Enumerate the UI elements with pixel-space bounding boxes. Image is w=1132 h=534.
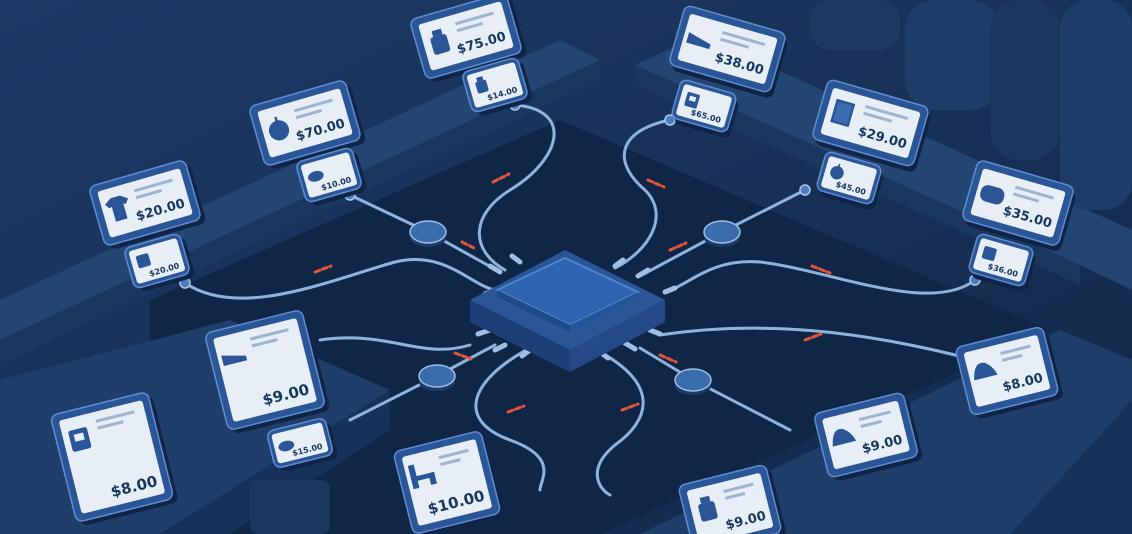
tag-text-line <box>1014 185 1054 200</box>
price-tag-tag-35-large: $35.00 <box>962 160 1076 251</box>
tag-text-line <box>135 189 162 200</box>
tag-text-line <box>1000 344 1031 355</box>
price-tag-tag-20-large: $20.00 <box>89 160 206 249</box>
shirt-icon <box>104 195 129 222</box>
bag-icon <box>980 185 1005 205</box>
price-tag-tag-8-right: $8.00 <box>955 326 1063 419</box>
tag-screen <box>402 439 492 526</box>
junction-nodes <box>409 220 741 395</box>
tag-text-line <box>133 178 173 193</box>
cap-icon <box>974 362 998 381</box>
junction-node <box>674 368 712 395</box>
box-icon <box>981 246 997 261</box>
network-cables <box>183 103 977 497</box>
tag-text-line <box>723 482 754 493</box>
price-tag-tag-15-small: $15.00 <box>267 418 338 472</box>
tag-text-line <box>454 11 494 26</box>
price-tag-tag-9-left: $9.00 <box>205 310 330 434</box>
price-tag-tag-36-small: $36.00 <box>968 233 1036 292</box>
central-hub-chip <box>470 250 678 372</box>
chair-icon <box>407 464 437 490</box>
apple-icon <box>268 116 290 141</box>
tag-text-line <box>864 105 909 121</box>
tag-text-line <box>293 98 333 113</box>
junction-node <box>418 364 456 391</box>
tag-text-line <box>95 410 135 423</box>
jar-icon <box>684 91 700 109</box>
bottle-icon <box>430 28 451 55</box>
tag-screen <box>970 168 1066 238</box>
tag-text-line <box>456 22 483 33</box>
junction-node <box>409 220 447 247</box>
price-tag-tag-65-small: $65.00 <box>671 79 739 138</box>
tag-screen <box>300 152 358 198</box>
tag-text-line <box>1012 192 1040 203</box>
price-tag-tag-38-large: $38.00 <box>669 5 788 98</box>
bottle-icon <box>698 495 718 522</box>
price-tag-tag-10-bottom: $10.00 <box>393 431 505 534</box>
junction-node <box>703 220 741 247</box>
tag-text-line <box>251 338 278 348</box>
cap-icon <box>832 428 857 447</box>
price-tag-tag-10-small: $10.00 <box>296 147 367 206</box>
box-icon <box>135 253 151 269</box>
tag-screen <box>963 335 1051 407</box>
price-tag-tag-14-small: $14.00 <box>462 57 533 116</box>
bread-icon <box>308 170 324 182</box>
tag-text-line <box>860 419 883 428</box>
tag-screen <box>213 318 317 422</box>
tag-text-line <box>863 111 893 123</box>
price-tag-tag-9-bottom: $9.00 <box>678 464 786 534</box>
bottle-icon <box>475 76 489 94</box>
tag-screen <box>686 473 774 534</box>
tag-screen <box>677 14 778 84</box>
storage-containers <box>810 0 1132 210</box>
tag-text-line <box>720 37 750 49</box>
tag-text-line <box>1001 353 1023 362</box>
tag-text-line <box>858 410 891 422</box>
tag-screen <box>466 62 524 108</box>
book-icon <box>830 98 856 128</box>
price-tag-tag-29-large: $29.00 <box>812 79 931 172</box>
price-tag-tag-70-large: $70.00 <box>249 80 366 169</box>
price-tag-tag-45-small: $45.00 <box>816 151 884 210</box>
tag-screen <box>822 400 910 470</box>
tag-text-line <box>721 31 766 47</box>
data-packets <box>313 172 832 414</box>
tag-text-line <box>295 109 322 120</box>
shoe-icon <box>221 355 248 367</box>
tag-text-line <box>724 491 746 500</box>
price-tag-tag-9-right: $9.00 <box>814 392 923 481</box>
tag-text-line <box>249 328 289 341</box>
tag-screen <box>128 238 186 284</box>
bread-icon <box>278 440 295 452</box>
tag-text-line <box>438 448 469 460</box>
apple-icon <box>830 163 844 180</box>
shoe-icon <box>686 32 711 50</box>
price-tags: $75.00$14.00$70.00$10.00$20.00$20.00$38.… <box>50 0 1076 534</box>
tag-text-line <box>440 458 461 467</box>
tag-text-line <box>97 420 124 430</box>
jar-icon <box>68 427 92 452</box>
price-tag-tag-8-left: $8.00 <box>50 392 178 525</box>
price-tag-tag-75-large: $75.00 <box>410 0 527 82</box>
price-tag-tag-20-small: $20.00 <box>124 233 195 292</box>
tag-screen <box>271 422 329 464</box>
